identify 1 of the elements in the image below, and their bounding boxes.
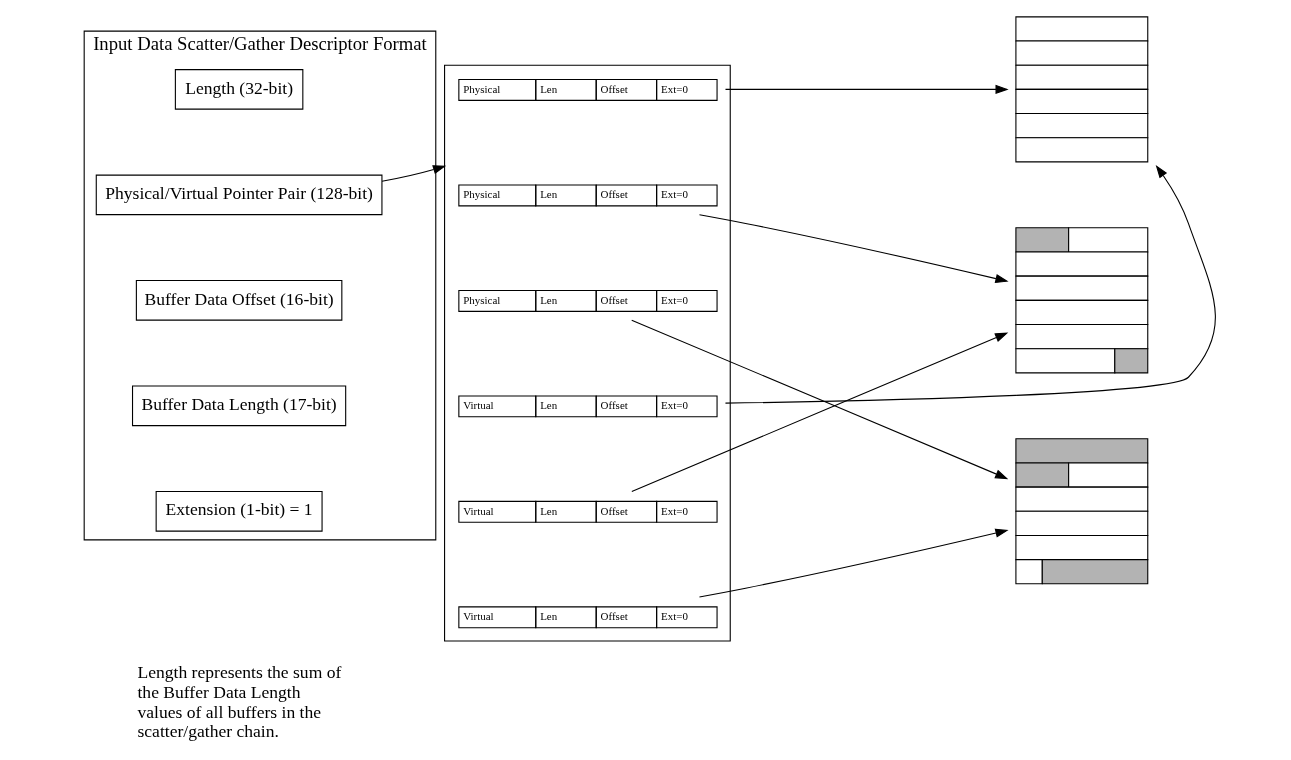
label: Length represents the sum of the Buffer Data Length values of all buffers in the scatter/gather chain. <box>137 662 342 742</box>
